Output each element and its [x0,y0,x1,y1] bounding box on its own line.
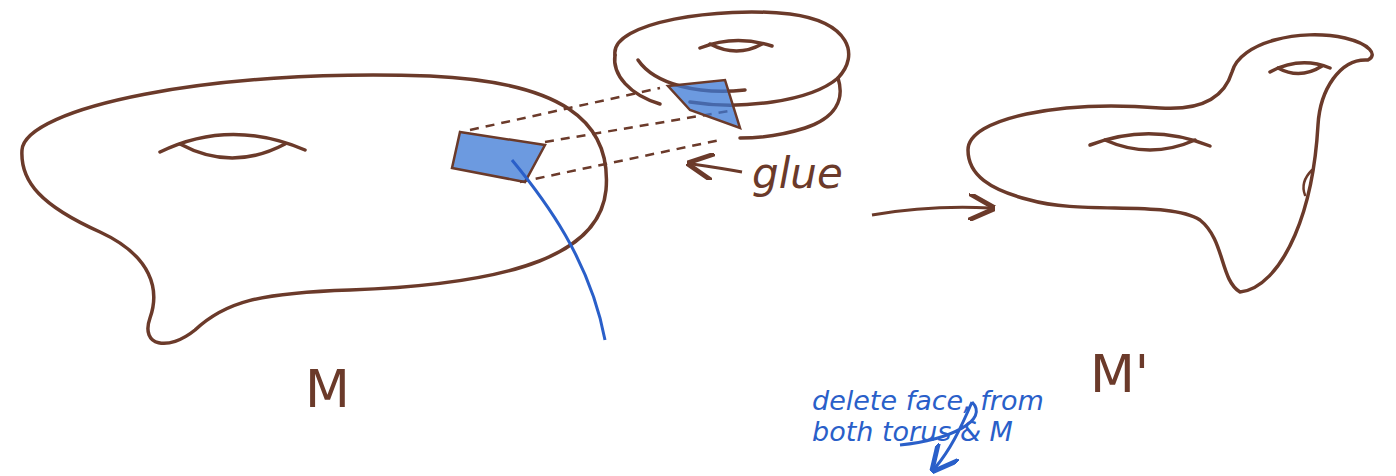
deleted-face [668,80,740,128]
hole [1278,66,1322,74]
note: delete face, from both torus & M [812,385,1052,447]
surface-label: M' [1090,345,1190,405]
glue-arrow [872,207,990,215]
surface-m-prime [968,35,1372,292]
torus [615,55,660,104]
surface-label: glue [752,150,892,198]
glue-arrow [692,164,742,172]
surface-label: M [305,360,395,420]
seam [1304,170,1312,195]
surface-m [22,75,607,343]
hole [710,44,762,51]
deleted-face [452,132,545,182]
hole [1105,140,1195,150]
hole [180,144,285,158]
tube-line [470,88,660,130]
leader-line [512,160,605,340]
torus [740,78,840,138]
tube-line [520,140,720,182]
